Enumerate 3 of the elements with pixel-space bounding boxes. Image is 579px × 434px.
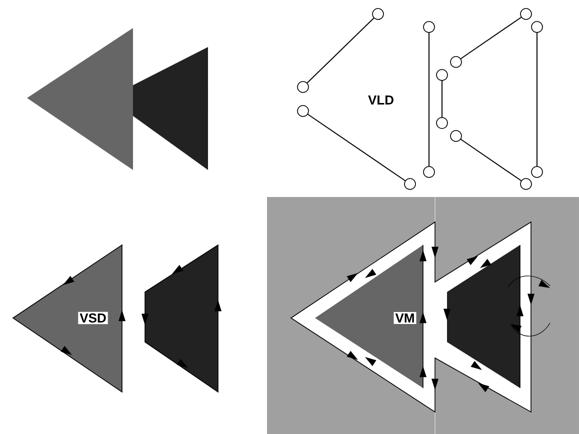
label-tag: VM xyxy=(394,312,416,324)
diagram-label: VLD xyxy=(368,96,394,104)
label-tag: VSD xyxy=(78,312,108,324)
